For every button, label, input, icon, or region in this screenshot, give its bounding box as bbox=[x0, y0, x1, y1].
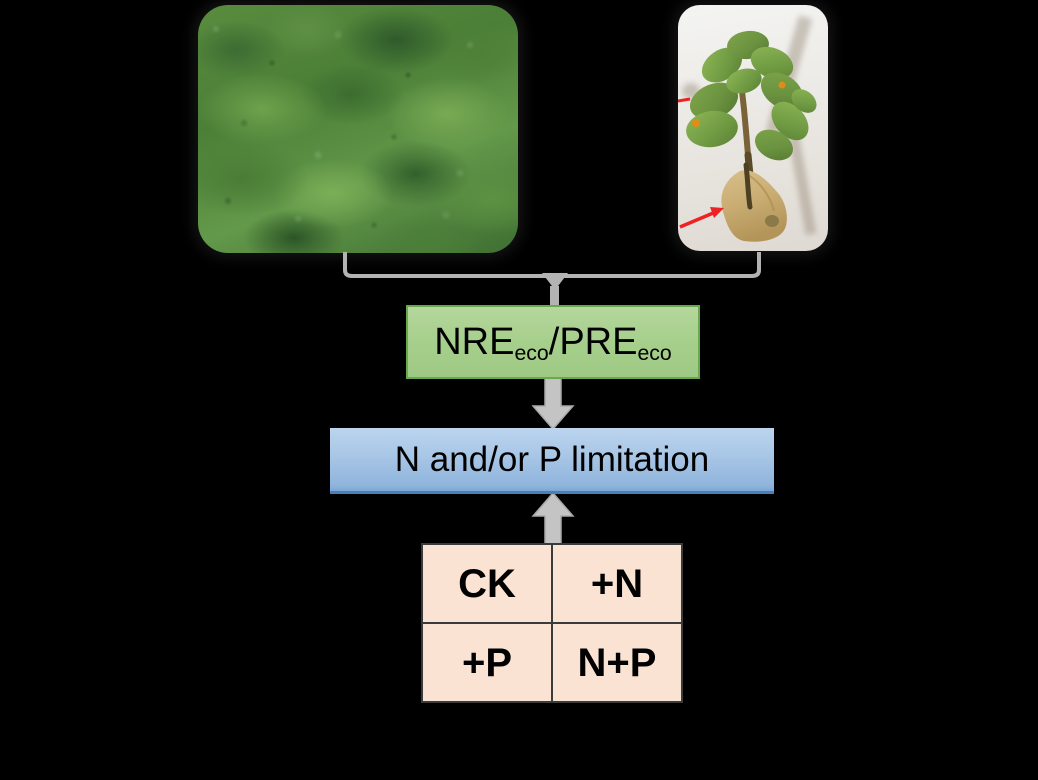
canopy-texture-overlay bbox=[198, 5, 518, 253]
fertilization-treatment-grid: CK +N +P N+P bbox=[421, 543, 683, 703]
limitation-box-label: N and/or P limitation bbox=[394, 440, 710, 479]
treatment-cell-plus-p: +P bbox=[423, 624, 551, 701]
senesced-leaf-photo bbox=[678, 5, 828, 251]
treatment-cell-plus-n: +N bbox=[553, 545, 681, 622]
forest-canopy-photo bbox=[198, 5, 518, 253]
metric-prefix: NRE bbox=[434, 321, 515, 363]
metric-middle: /PRE bbox=[548, 321, 638, 363]
treatment-cell-n-plus-p: N+P bbox=[553, 624, 681, 701]
bracket-connector bbox=[343, 252, 761, 308]
limitation-box: N and/or P limitation bbox=[330, 428, 774, 494]
red-annotation-arrow-left bbox=[678, 97, 691, 103]
arrow-metric-to-limitation bbox=[531, 378, 575, 430]
red-annotation-arrow bbox=[679, 207, 724, 229]
arrow-treatments-to-limitation bbox=[531, 492, 575, 548]
metric-box-nre-pre: NREeco/PREeco bbox=[406, 305, 700, 379]
treatment-cell-ck: CK bbox=[423, 545, 551, 622]
metric-subscript-1: eco bbox=[514, 341, 549, 366]
metric-box-label: NREeco/PREeco bbox=[434, 321, 672, 364]
leaf-branch-illustration bbox=[678, 30, 817, 242]
metric-subscript-2: eco bbox=[637, 341, 672, 366]
